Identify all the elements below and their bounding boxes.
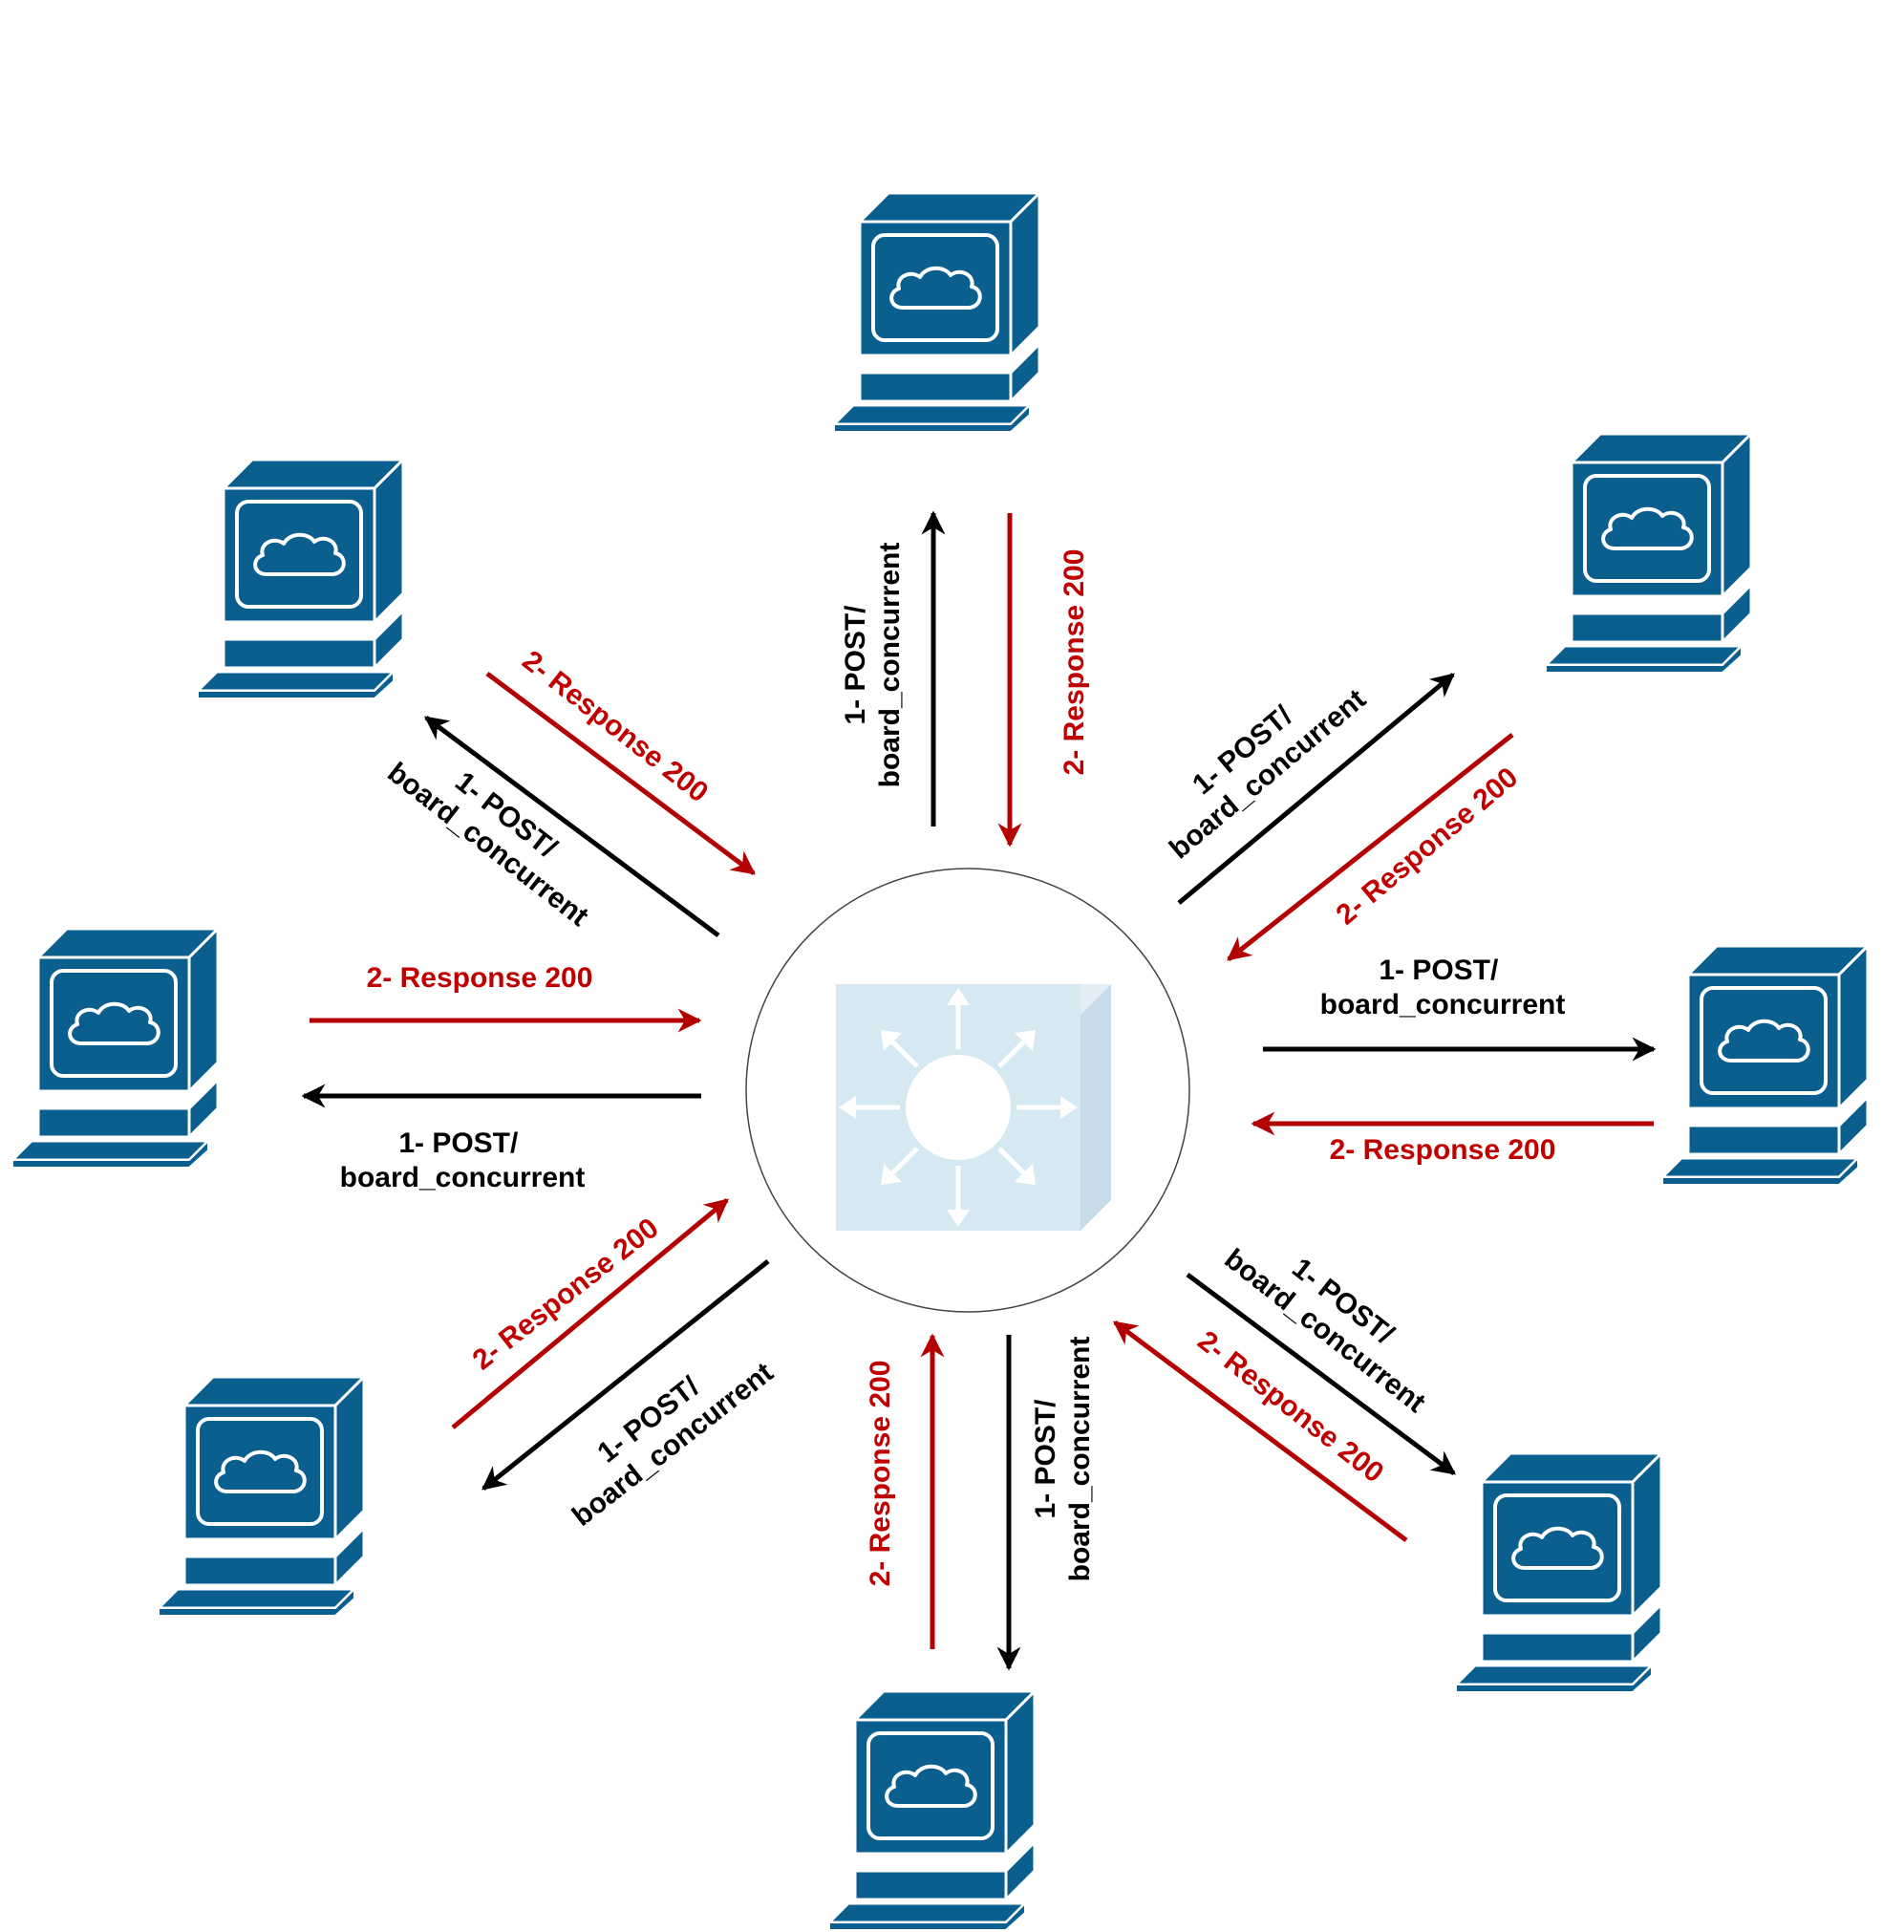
computer-icon [1454, 1451, 1663, 1694]
response-label: 2- Response 200 [1059, 549, 1090, 776]
computer-icon [196, 458, 405, 700]
response-label: 2- Response 200 [865, 1361, 896, 1587]
response-label: 2- Response 200 [1330, 1134, 1556, 1166]
response-arrow [1227, 733, 1514, 961]
response-label: 2- Response 200 [1331, 762, 1525, 931]
computer-icon [1660, 944, 1870, 1187]
request-label: 1- POST/ [1030, 1399, 1061, 1519]
response-arrow [485, 671, 757, 876]
request-label: 1- POST/ board_concurrent [546, 1329, 780, 1532]
request-label: board_concurrent [1064, 1337, 1096, 1582]
response-arrow [451, 1198, 729, 1429]
request-label: 1- POST/ board_concurrent [1142, 657, 1372, 866]
computer-icon [1544, 432, 1753, 675]
multilayer-switch-icon [836, 984, 1111, 1231]
request-arrow [1186, 1272, 1457, 1476]
response-label: 2- Response 200 [516, 645, 714, 809]
request-arrow [1177, 673, 1455, 905]
request-label: 1- POST/ [840, 605, 871, 725]
request-label: 1- POST/ board_concurrent [340, 1127, 586, 1193]
request-arrow [423, 715, 720, 938]
request-label: 1- POST/ board_concurrent [1320, 955, 1566, 1020]
request-arrow [481, 1259, 770, 1491]
response-label: 2- Response 200 [367, 962, 593, 994]
computer-icon [832, 191, 1041, 434]
response-label: 2- Response 200 [467, 1213, 665, 1377]
hub-switch [745, 868, 1190, 1313]
request-label: board_concurrent [874, 543, 906, 788]
computer-icon [157, 1375, 366, 1618]
response-arrow [1112, 1320, 1408, 1543]
computer-icon [11, 927, 220, 1170]
connection-arrows [301, 510, 1657, 1671]
computer-icon [827, 1689, 1037, 1932]
hub-circle [745, 868, 1190, 1313]
